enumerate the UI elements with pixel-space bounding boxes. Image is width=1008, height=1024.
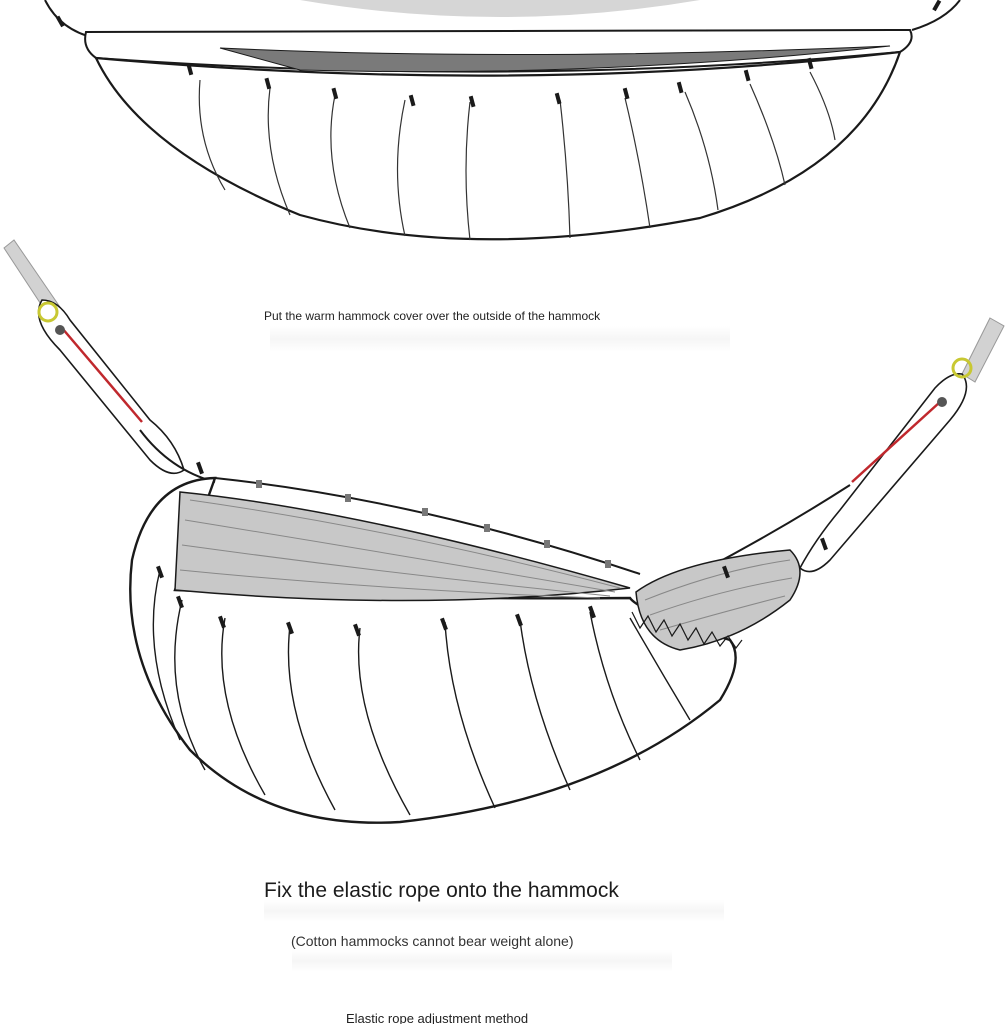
step1-caption: Put the warm hammock cover over the outs… [264,309,601,323]
suspension-line-right [911,0,961,31]
elastic-rope-right [851,401,941,483]
caption-glow-3 [292,950,672,972]
strap-right [961,317,1005,383]
hammock-interior-right [635,549,801,651]
underquilt-body [94,50,902,241]
baffle-lines [198,71,836,241]
caption-glow-2 [264,900,724,922]
hammock-top-fill [300,0,700,17]
hammock-fabric-lines-left [179,499,621,599]
ring-right [951,357,973,379]
underquilt-clips [156,461,828,637]
cover-inner-strip [219,45,891,73]
hammock-cover-top-view [44,0,961,241]
caption-glow [270,326,730,352]
toggle-left [55,325,65,335]
hammock-with-underquilt-and-elastic-rope [3,239,1005,824]
toggle-right [937,397,947,407]
step3-title: Elastic rope adjustment method [346,1011,529,1024]
underquilt-baffles [152,569,691,816]
clip-markers [55,0,942,108]
underquilt-outer [129,476,737,824]
ring-left [37,301,59,323]
hammock-interior-left [174,491,631,602]
top-edge-loops [256,480,611,568]
zigzag-stitch [631,611,743,650]
step2-note: (Cotton hammocks cannot bear weight alon… [291,933,574,949]
step2-title: Fix the elastic rope onto the hammock [264,879,619,902]
elastic-rope-left [61,327,143,423]
hammock-fabric-lines-right [644,559,793,631]
